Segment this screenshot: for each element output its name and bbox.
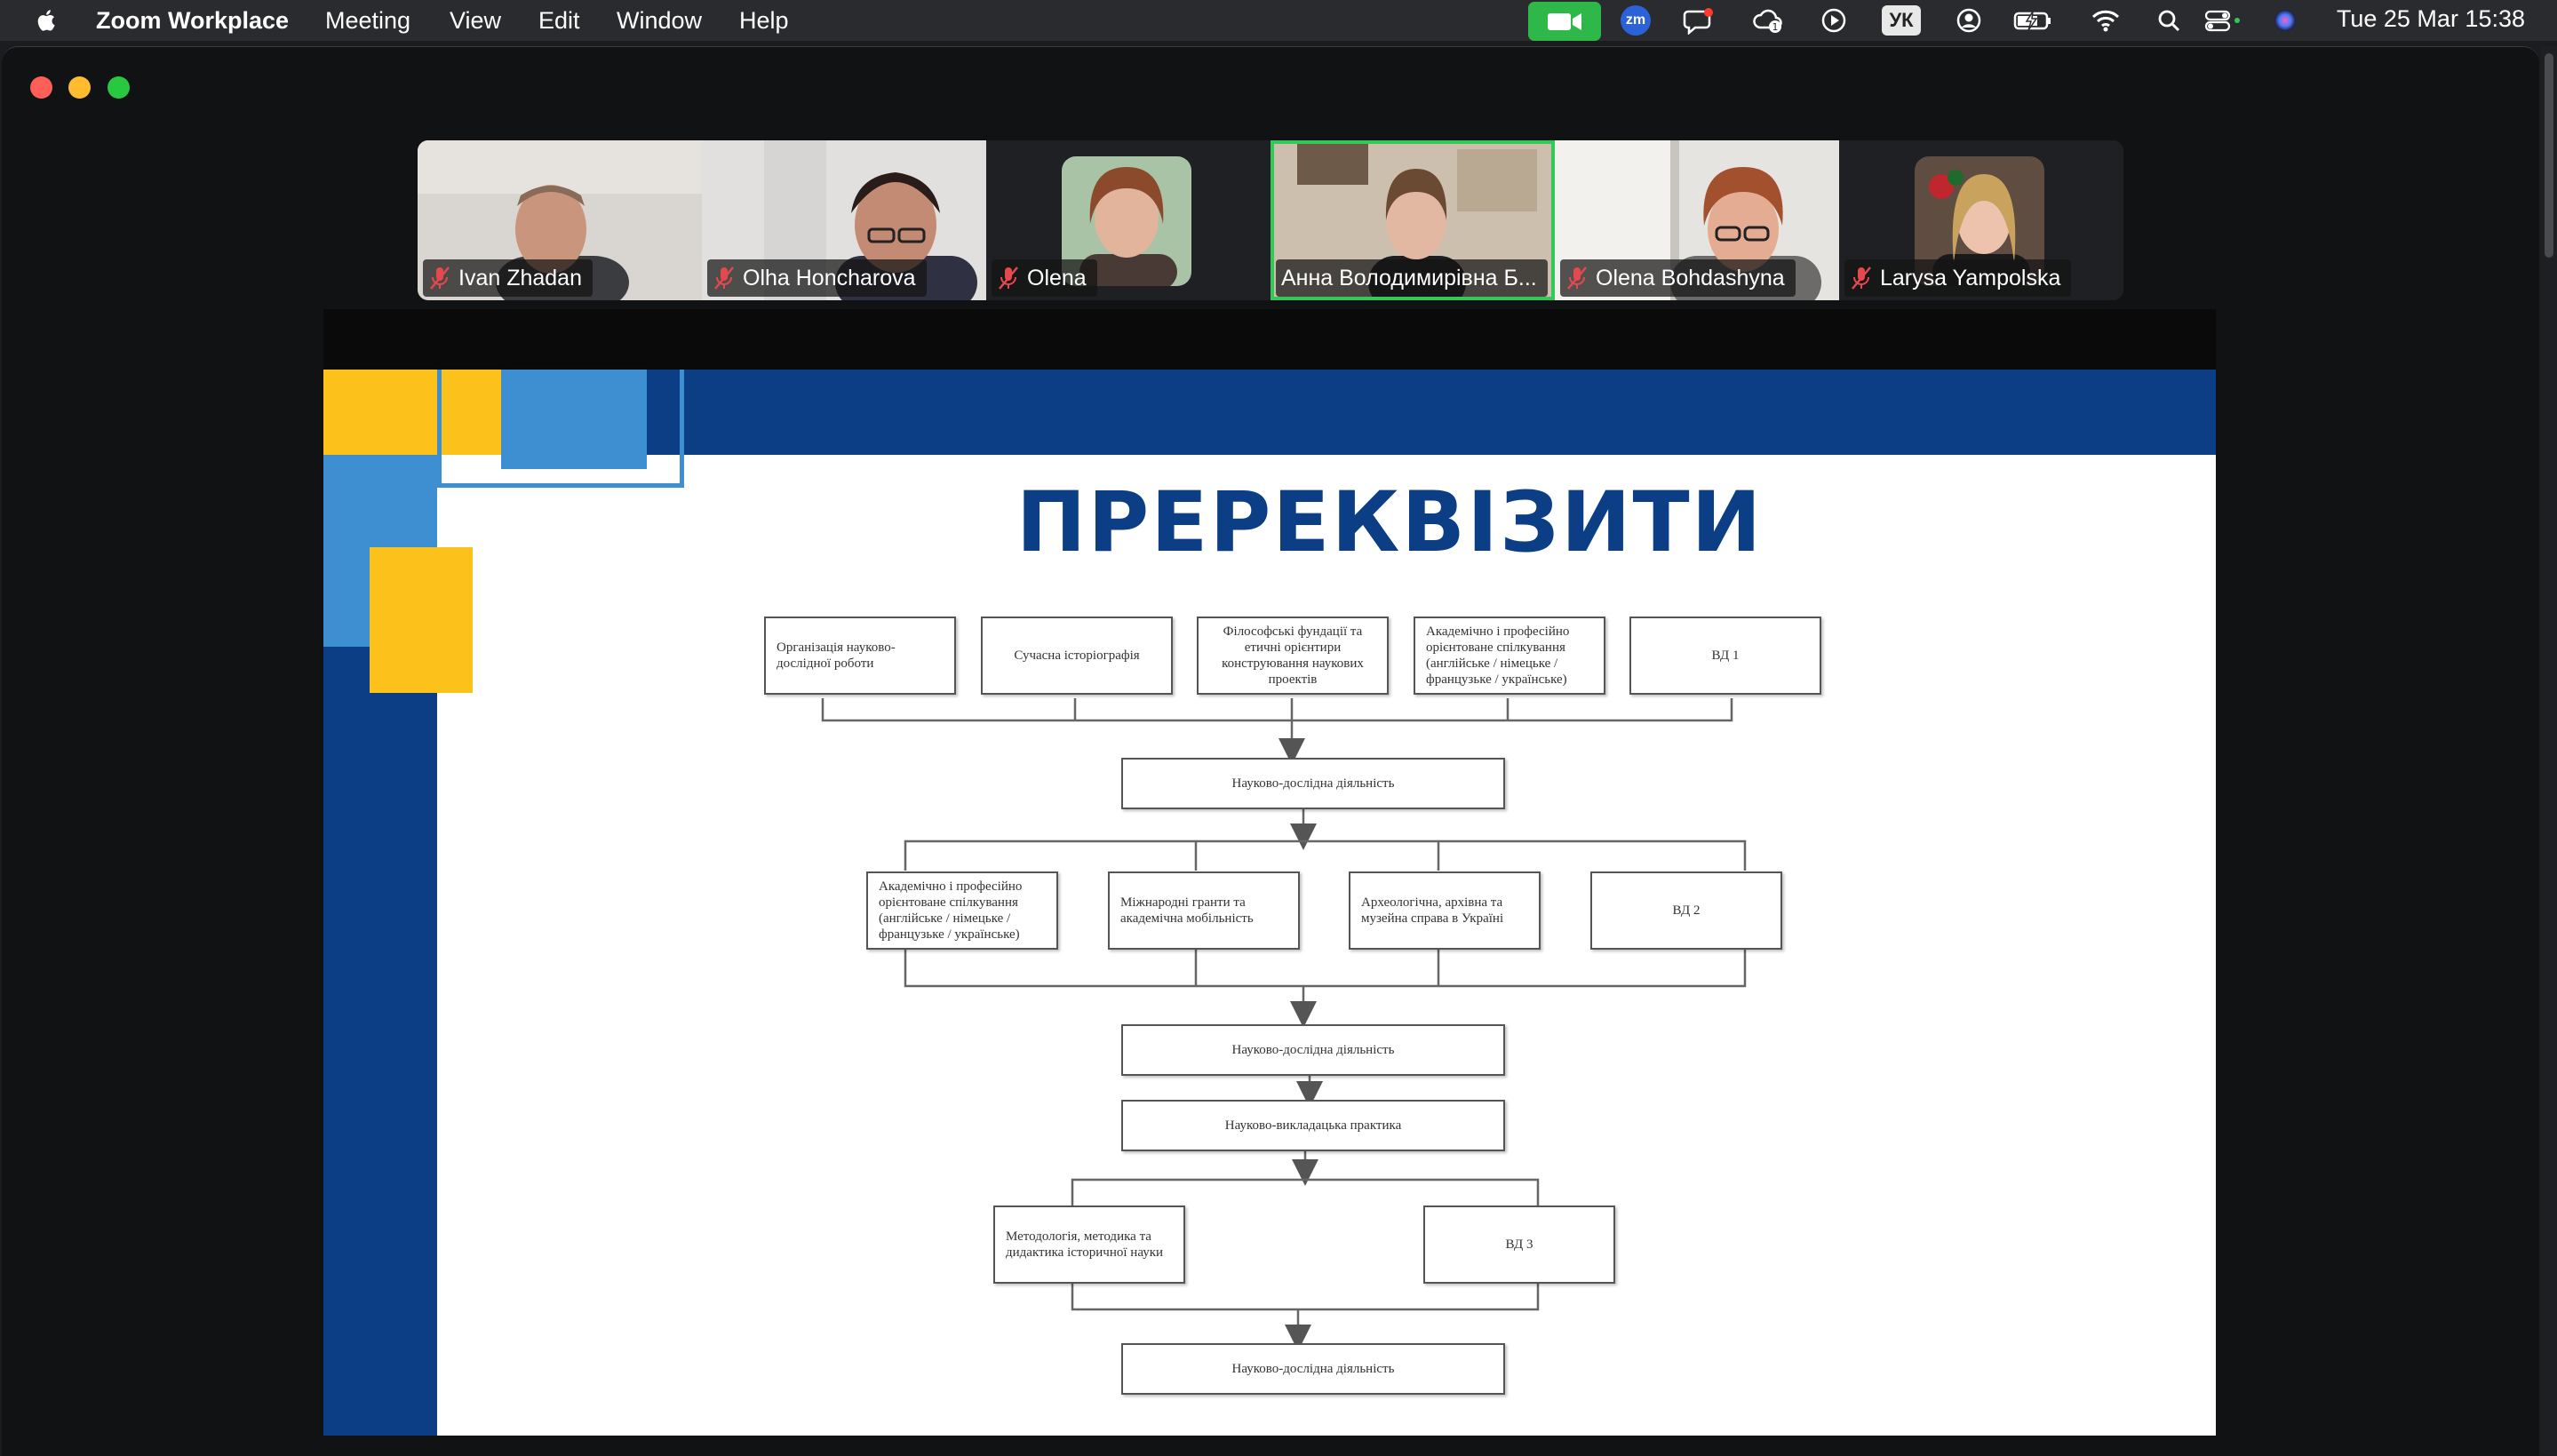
flowchart-node: Археологічна, архівна та музейна справа … bbox=[1349, 871, 1541, 950]
macos-menu-bar: Zoom Workplace Meeting View Edit Window … bbox=[0, 0, 2557, 41]
microphone-muted-icon bbox=[714, 267, 734, 290]
flowchart-node: Організація науково-дослідної роботи bbox=[764, 617, 956, 695]
flowchart-node: Науково-викладацька практика bbox=[1121, 1100, 1505, 1151]
participant-tile[interactable]: Larysa Yampolska bbox=[1839, 140, 2123, 300]
participant-name-label: Olena Bohdashyna bbox=[1560, 259, 1796, 297]
microphone-muted-icon bbox=[1567, 267, 1587, 290]
menu-view[interactable]: View bbox=[450, 6, 502, 34]
screen-share-top-area bbox=[323, 309, 2216, 370]
participant-name: Olena Bohdashyna bbox=[1596, 265, 1785, 290]
control-center-icon[interactable] bbox=[2203, 6, 2244, 35]
flowchart-node: ВД 2 bbox=[1590, 871, 1782, 950]
apple-icon[interactable] bbox=[34, 7, 60, 34]
menu-window[interactable]: Window bbox=[617, 6, 703, 34]
participant-name-label: Olha Honcharova bbox=[707, 259, 927, 297]
participant-name-label: Olena bbox=[992, 259, 1097, 297]
cloud-sync-icon[interactable]: 1 bbox=[1752, 6, 1784, 35]
flowchart-node: Міжнародні гранти та академічна мобільні… bbox=[1108, 871, 1300, 950]
shared-presentation-slide[interactable]: ПРЕРЕКВІЗИТИ bbox=[323, 370, 2216, 1436]
battery-charging-icon[interactable] bbox=[2011, 6, 2054, 35]
keyboard-layout-indicator[interactable]: УК bbox=[1882, 5, 1921, 36]
menubar-clock[interactable]: Tue 25 Mar 15:38 bbox=[2336, 5, 2525, 32]
flowchart-node: Науково-дослідна діяльність bbox=[1121, 758, 1505, 809]
flowchart-node: Академічно і професійно орієнтоване спіл… bbox=[1414, 617, 1605, 695]
flowchart-node: Академічно і професійно орієнтоване спіл… bbox=[866, 871, 1058, 950]
flowchart-node: Науково-дослідна діяльність bbox=[1121, 1024, 1505, 1076]
siri-icon[interactable] bbox=[2269, 6, 2301, 35]
menu-help[interactable]: Help bbox=[739, 6, 789, 34]
slide-decor-blue-block bbox=[501, 370, 647, 469]
scrollbar-thumb[interactable] bbox=[2545, 53, 2553, 258]
participant-name: Olha Honcharova bbox=[743, 265, 916, 290]
participant-name-label: Ivan Zhadan bbox=[423, 259, 593, 297]
slide-decor-yellow-block bbox=[370, 547, 473, 693]
participant-tile[interactable]: Olha Honcharova bbox=[702, 140, 986, 300]
slide-title: ПРЕРЕКВІЗИТИ bbox=[1016, 474, 1764, 571]
menu-app-name[interactable]: Zoom Workplace bbox=[96, 6, 290, 34]
flowchart-node: ВД 1 bbox=[1629, 617, 1821, 695]
participant-name-label: Larysa Yampolska bbox=[1844, 259, 2072, 297]
participant-tile[interactable]: Olena bbox=[986, 140, 1271, 300]
participant-tile-active-speaker[interactable]: Анна Володимирівна Б... bbox=[1271, 140, 1555, 300]
participant-name: Larysa Yampolska bbox=[1880, 265, 2061, 290]
flowchart-node: Філософські фундації та етичні орієнтири… bbox=[1197, 617, 1389, 695]
window-minimize-button[interactable] bbox=[68, 76, 91, 99]
participant-tile[interactable]: Ivan Zhadan bbox=[418, 140, 702, 300]
flowchart-node: Науково-дослідна діяльність bbox=[1121, 1343, 1505, 1395]
video-camera-icon bbox=[1548, 13, 1581, 30]
svg-text:1: 1 bbox=[1772, 21, 1779, 33]
flowchart-connectors bbox=[821, 698, 1747, 1351]
participant-name: Анна Володимирівна Б... bbox=[1281, 265, 1537, 290]
slide-decor-outline-frame bbox=[437, 370, 684, 488]
chat-notification-icon[interactable] bbox=[1683, 6, 1715, 35]
flowchart-node: Сучасна історіографія bbox=[981, 617, 1173, 695]
user-account-icon[interactable] bbox=[1953, 6, 1985, 35]
participant-gallery-strip: Ivan Zhadan Olha Honcharova bbox=[418, 140, 2123, 300]
microphone-muted-icon bbox=[430, 267, 450, 290]
window-close-button[interactable] bbox=[30, 76, 52, 99]
microphone-muted-icon bbox=[999, 267, 1018, 290]
wifi-icon[interactable] bbox=[2090, 6, 2122, 35]
zoom-status-icon[interactable]: zm bbox=[1621, 5, 1651, 36]
window-zoom-button[interactable] bbox=[108, 76, 130, 99]
participant-name: Olena bbox=[1027, 265, 1087, 290]
slide-decor-yellow-block bbox=[323, 370, 501, 455]
flowchart-node: Методологія, методика та дидактика істор… bbox=[993, 1205, 1185, 1284]
play-circle-icon[interactable] bbox=[1818, 6, 1850, 35]
participant-name-label: Анна Володимирівна Б... bbox=[1276, 259, 1548, 297]
search-icon[interactable] bbox=[2154, 6, 2186, 35]
participant-tile[interactable]: Olena Bohdashyna bbox=[1555, 140, 1839, 300]
flowchart-node: ВД 3 bbox=[1423, 1205, 1615, 1284]
menu-edit[interactable]: Edit bbox=[538, 6, 580, 34]
participant-name: Ivan Zhadan bbox=[458, 265, 582, 290]
video-camera-status-button[interactable] bbox=[1528, 2, 1601, 41]
microphone-muted-icon bbox=[1852, 267, 1871, 290]
scrollbar-track[interactable] bbox=[2541, 46, 2557, 1455]
menu-meeting[interactable]: Meeting bbox=[325, 6, 411, 34]
